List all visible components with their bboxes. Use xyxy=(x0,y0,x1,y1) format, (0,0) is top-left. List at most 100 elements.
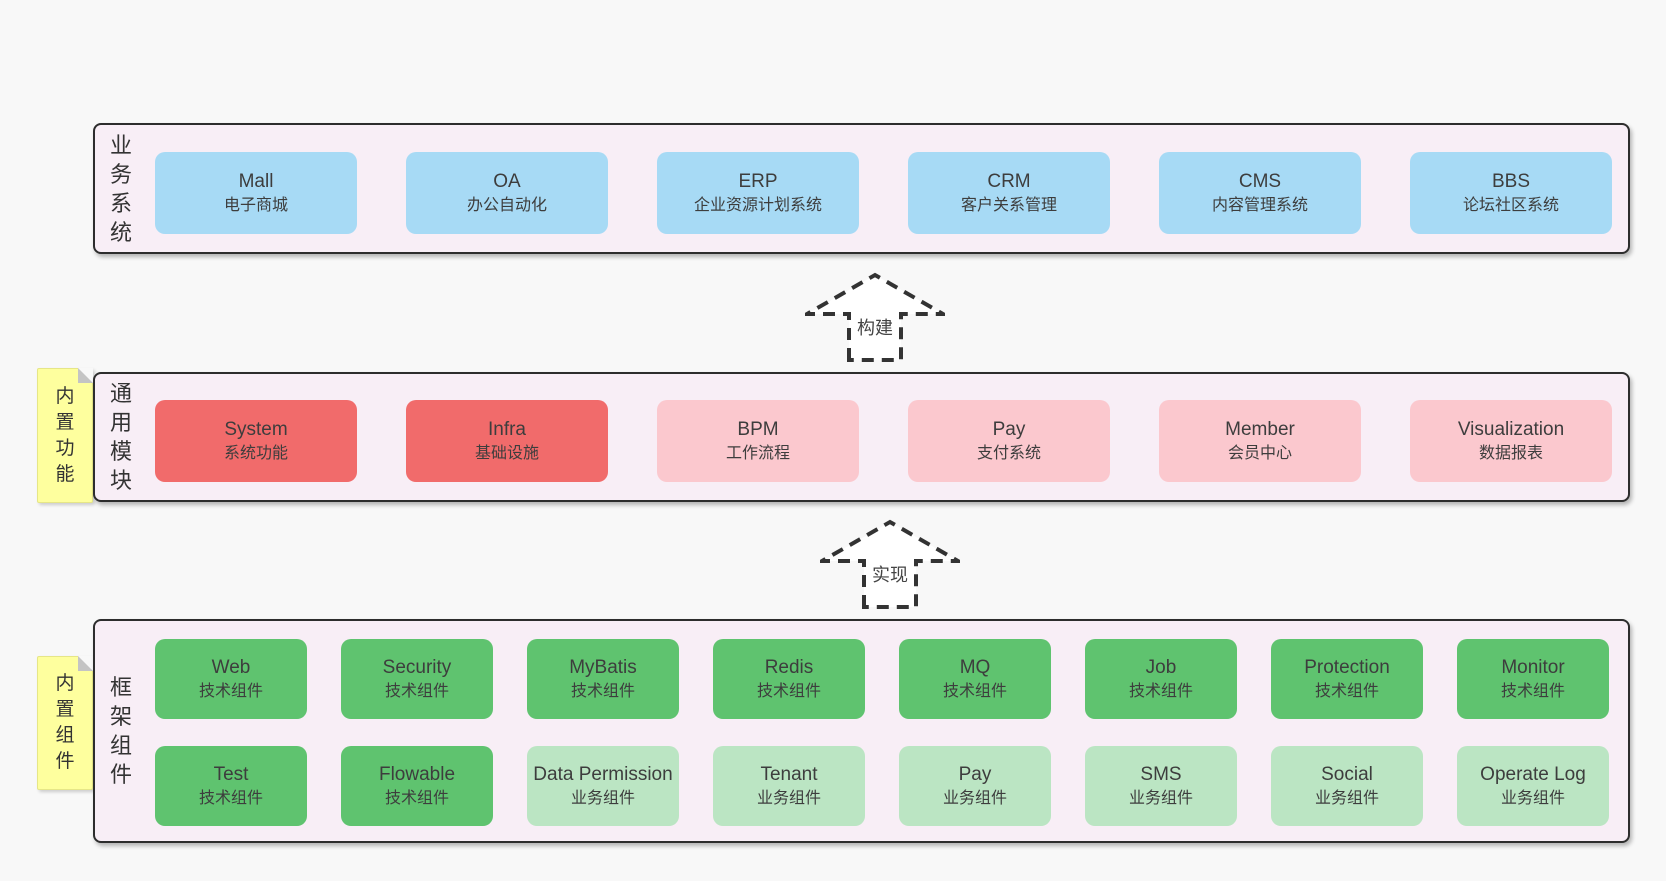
box-desc: 技术组件 xyxy=(198,683,263,701)
box-desc: 业务组件 xyxy=(756,790,821,808)
box-name: Job xyxy=(1145,656,1177,678)
box-desc: 技术组件 xyxy=(198,790,263,808)
box-desc: 技术组件 xyxy=(1314,683,1379,701)
box-name: Security xyxy=(382,656,452,678)
box-name: Protection xyxy=(1304,656,1390,678)
box-system: System 系统功能 xyxy=(155,400,357,482)
framework-components-label: 框架组件 xyxy=(109,675,132,787)
box-desc: 内容管理系统 xyxy=(1211,197,1308,215)
box-name: Monitor xyxy=(1501,656,1565,678)
implement-arrow: 实现 xyxy=(820,519,960,609)
box-name: MQ xyxy=(959,656,991,678)
box-name: Test xyxy=(213,763,249,785)
box-name: Pay xyxy=(992,418,1026,440)
box-desc: 办公自动化 xyxy=(466,197,547,215)
box-cms: CMS 内容管理系统 xyxy=(1159,152,1361,234)
box-operate-log: Operate Log 业务组件 xyxy=(1457,746,1609,826)
box-desc: 数据报表 xyxy=(1478,445,1543,463)
box-web: Web 技术组件 xyxy=(155,639,307,719)
box-mybatis: MyBatis 技术组件 xyxy=(527,639,679,719)
box-mall: Mall 电子商城 xyxy=(155,152,357,234)
implement-arrow-label: 实现 xyxy=(872,565,908,585)
box-name: Web xyxy=(211,656,251,678)
box-name: BPM xyxy=(737,418,779,440)
box-infra: Infra 基础设施 xyxy=(406,400,608,482)
box-name: Pay xyxy=(958,763,992,785)
box-redis: Redis 技术组件 xyxy=(713,639,865,719)
box-name: CMS xyxy=(1238,170,1282,192)
box-desc: 基础设施 xyxy=(474,445,539,463)
box-job: Job 技术组件 xyxy=(1085,639,1237,719)
box-desc: 论坛社区系统 xyxy=(1462,197,1559,215)
box-name: Flowable xyxy=(378,763,456,785)
box-name: Redis xyxy=(764,656,814,678)
box-flowable: Flowable 技术组件 xyxy=(341,746,493,826)
up-arrow-icon xyxy=(820,519,960,609)
box-monitor: Monitor 技术组件 xyxy=(1457,639,1609,719)
sticky-note-builtin-features: 内置功能 xyxy=(37,368,93,503)
box-name: Operate Log xyxy=(1480,763,1586,785)
box-bpm: BPM 工作流程 xyxy=(657,400,859,482)
box-sms: SMS 业务组件 xyxy=(1085,746,1237,826)
box-desc: 业务组件 xyxy=(942,790,1007,808)
box-desc: 技术组件 xyxy=(384,683,449,701)
business-systems-label: 业务系统 xyxy=(109,132,132,245)
sticky-note-text: 内置功能 xyxy=(55,385,75,485)
box-name: MyBatis xyxy=(569,656,637,678)
box-visualization: Visualization 数据报表 xyxy=(1410,400,1612,482)
box-protection: Protection 技术组件 xyxy=(1271,639,1423,719)
box-name: Infra xyxy=(487,418,527,440)
common-modules-layer: 通用模块 System 系统功能 Infra 基础设施 BPM 工作流程 Pay… xyxy=(93,372,1630,502)
box-name: SMS xyxy=(1140,763,1182,785)
box-desc: 客户关系管理 xyxy=(960,197,1057,215)
box-mq: MQ 技术组件 xyxy=(899,639,1051,719)
build-arrow: 构建 xyxy=(805,272,945,362)
box-desc: 业务组件 xyxy=(570,790,635,808)
box-desc: 工作流程 xyxy=(725,445,790,463)
box-desc: 电子商城 xyxy=(223,197,288,215)
box-pay-biz: Pay 业务组件 xyxy=(899,746,1051,826)
box-desc: 技术组件 xyxy=(384,790,449,808)
box-desc: 技术组件 xyxy=(1500,683,1565,701)
box-desc: 支付系统 xyxy=(976,445,1041,463)
box-erp: ERP 企业资源计划系统 xyxy=(657,152,859,234)
box-bbs: BBS 论坛社区系统 xyxy=(1410,152,1612,234)
box-member: Member 会员中心 xyxy=(1159,400,1361,482)
box-pay: Pay 支付系统 xyxy=(908,400,1110,482)
box-desc: 业务组件 xyxy=(1314,790,1379,808)
business-systems-layer: 业务系统 Mall 电子商城 OA 办公自动化 ERP 企业资源计划系统 CRM… xyxy=(93,123,1630,254)
box-desc: 技术组件 xyxy=(756,683,821,701)
box-desc: 系统功能 xyxy=(223,445,288,463)
box-desc: 技术组件 xyxy=(1128,683,1193,701)
box-tenant: Tenant 业务组件 xyxy=(713,746,865,826)
box-desc: 业务组件 xyxy=(1500,790,1565,808)
box-test: Test 技术组件 xyxy=(155,746,307,826)
sticky-note-text: 内置组件 xyxy=(55,673,75,772)
box-name: CRM xyxy=(987,170,1031,192)
box-name: Data Permission xyxy=(533,763,673,785)
box-name: System xyxy=(224,418,288,440)
box-name: Mall xyxy=(238,170,274,192)
box-desc: 技术组件 xyxy=(942,683,1007,701)
box-name: Tenant xyxy=(760,763,818,785)
box-name: ERP xyxy=(738,170,778,192)
box-desc: 会员中心 xyxy=(1227,445,1292,463)
box-social: Social 业务组件 xyxy=(1271,746,1423,826)
box-name: Social xyxy=(1321,763,1373,785)
box-oa: OA 办公自动化 xyxy=(406,152,608,234)
box-name: BBS xyxy=(1491,170,1531,192)
box-crm: CRM 客户关系管理 xyxy=(908,152,1110,234)
box-name: Visualization xyxy=(1457,418,1565,440)
box-desc: 业务组件 xyxy=(1128,790,1193,808)
framework-components-layer: 框架组件 Web 技术组件 Security 技术组件 MyBatis 技术组件… xyxy=(93,619,1630,843)
common-modules-label: 通用模块 xyxy=(109,381,132,493)
sticky-note-builtin-components: 内置组件 xyxy=(37,656,93,790)
box-name: Member xyxy=(1225,418,1295,440)
box-security: Security 技术组件 xyxy=(341,639,493,719)
box-desc: 技术组件 xyxy=(570,683,635,701)
up-arrow-icon xyxy=(805,272,945,362)
box-name: OA xyxy=(493,170,521,192)
box-data-permission: Data Permission 业务组件 xyxy=(527,746,679,826)
build-arrow-label: 构建 xyxy=(857,318,893,338)
box-desc: 企业资源计划系统 xyxy=(693,197,822,215)
